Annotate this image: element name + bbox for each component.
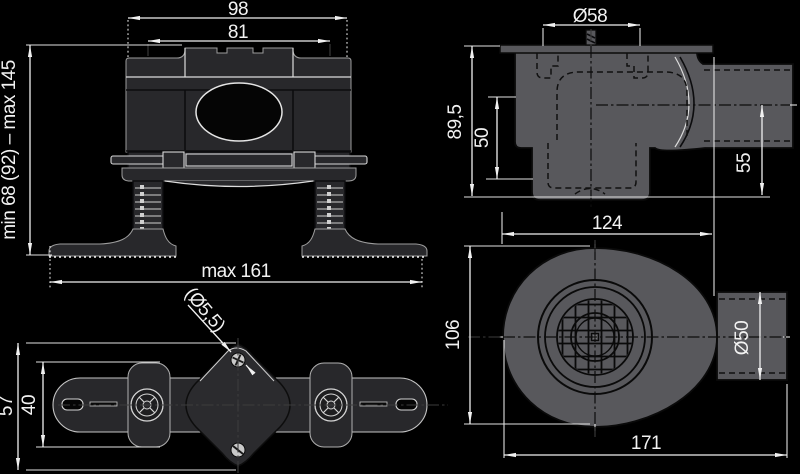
top-flange <box>499 44 714 54</box>
clamp-rod-left <box>110 155 166 165</box>
dimension-57: 57 <box>0 342 236 471</box>
dimension-124: 124 <box>501 57 715 296</box>
dimension-40: 40 <box>19 361 160 448</box>
arm-groove-right <box>359 401 388 407</box>
dimension-171: 171 <box>503 340 788 458</box>
dimension-d50: Ø50 <box>732 292 763 380</box>
dim-106-label: 106 <box>443 320 464 350</box>
dimension-89-5: 89,5 <box>445 45 770 198</box>
dimension-98: 98 <box>127 0 348 58</box>
clamp-lock-right <box>293 151 316 169</box>
left-foot <box>48 228 177 257</box>
hidden-lines <box>536 53 790 195</box>
clamp-band-center <box>185 153 293 167</box>
socket-cut <box>679 56 695 148</box>
dim-98-label: 98 <box>228 0 248 20</box>
right-foot <box>301 228 428 257</box>
bracket-view: (Ø5,5) 57 40 <box>0 284 448 474</box>
dimension-max-161: max 161 <box>49 246 423 288</box>
dimension-106: 106 <box>443 245 590 425</box>
arm-groove-left <box>89 401 118 407</box>
dim-height-range-label: min 68 (92) – max 145 <box>0 60 20 240</box>
dim-d58-label: Ø58 <box>573 6 607 27</box>
dimension-50: 50 <box>472 96 533 180</box>
dim-124-label: 124 <box>592 213 623 234</box>
bottom-view: 124 106 Ø50 171 <box>443 57 790 458</box>
front-view: 98 81 min 68 (92) – max 145 max 161 <box>0 0 428 288</box>
dimension-d58: Ø58 <box>542 6 641 46</box>
collar <box>121 167 357 182</box>
clamp-rod-right <box>312 155 368 165</box>
left-leg-body <box>132 180 164 234</box>
dim-81-label: 81 <box>228 22 248 43</box>
side-outlet-hole <box>195 82 283 142</box>
dim-40-label: 40 <box>19 395 40 415</box>
dimension-height-range: min 68 (92) – max 145 <box>0 44 182 256</box>
dim-d50-label: Ø50 <box>732 321 753 355</box>
dim-57-label: 57 <box>0 396 17 416</box>
dimension-55: 55 <box>734 105 765 195</box>
left-leg <box>132 180 164 234</box>
dim-89-5-label: 89,5 <box>445 105 466 140</box>
dim-max-161-label: max 161 <box>201 261 270 282</box>
right-leg <box>314 180 346 234</box>
dimension-81: 81 <box>148 22 330 44</box>
clamp-lock-left <box>162 151 185 169</box>
side-view: Ø58 89,5 50 55 <box>445 6 797 207</box>
dim-d55-label: (Ø5,5) <box>180 284 229 337</box>
dim-171-label: 171 <box>631 433 661 454</box>
bottom-outlet-pipe <box>716 291 788 381</box>
under-arc-highlight <box>164 180 314 188</box>
socket-cut-highlight <box>674 56 690 148</box>
dim-50-label: 50 <box>472 128 493 148</box>
dim-55-label: 55 <box>734 153 755 173</box>
